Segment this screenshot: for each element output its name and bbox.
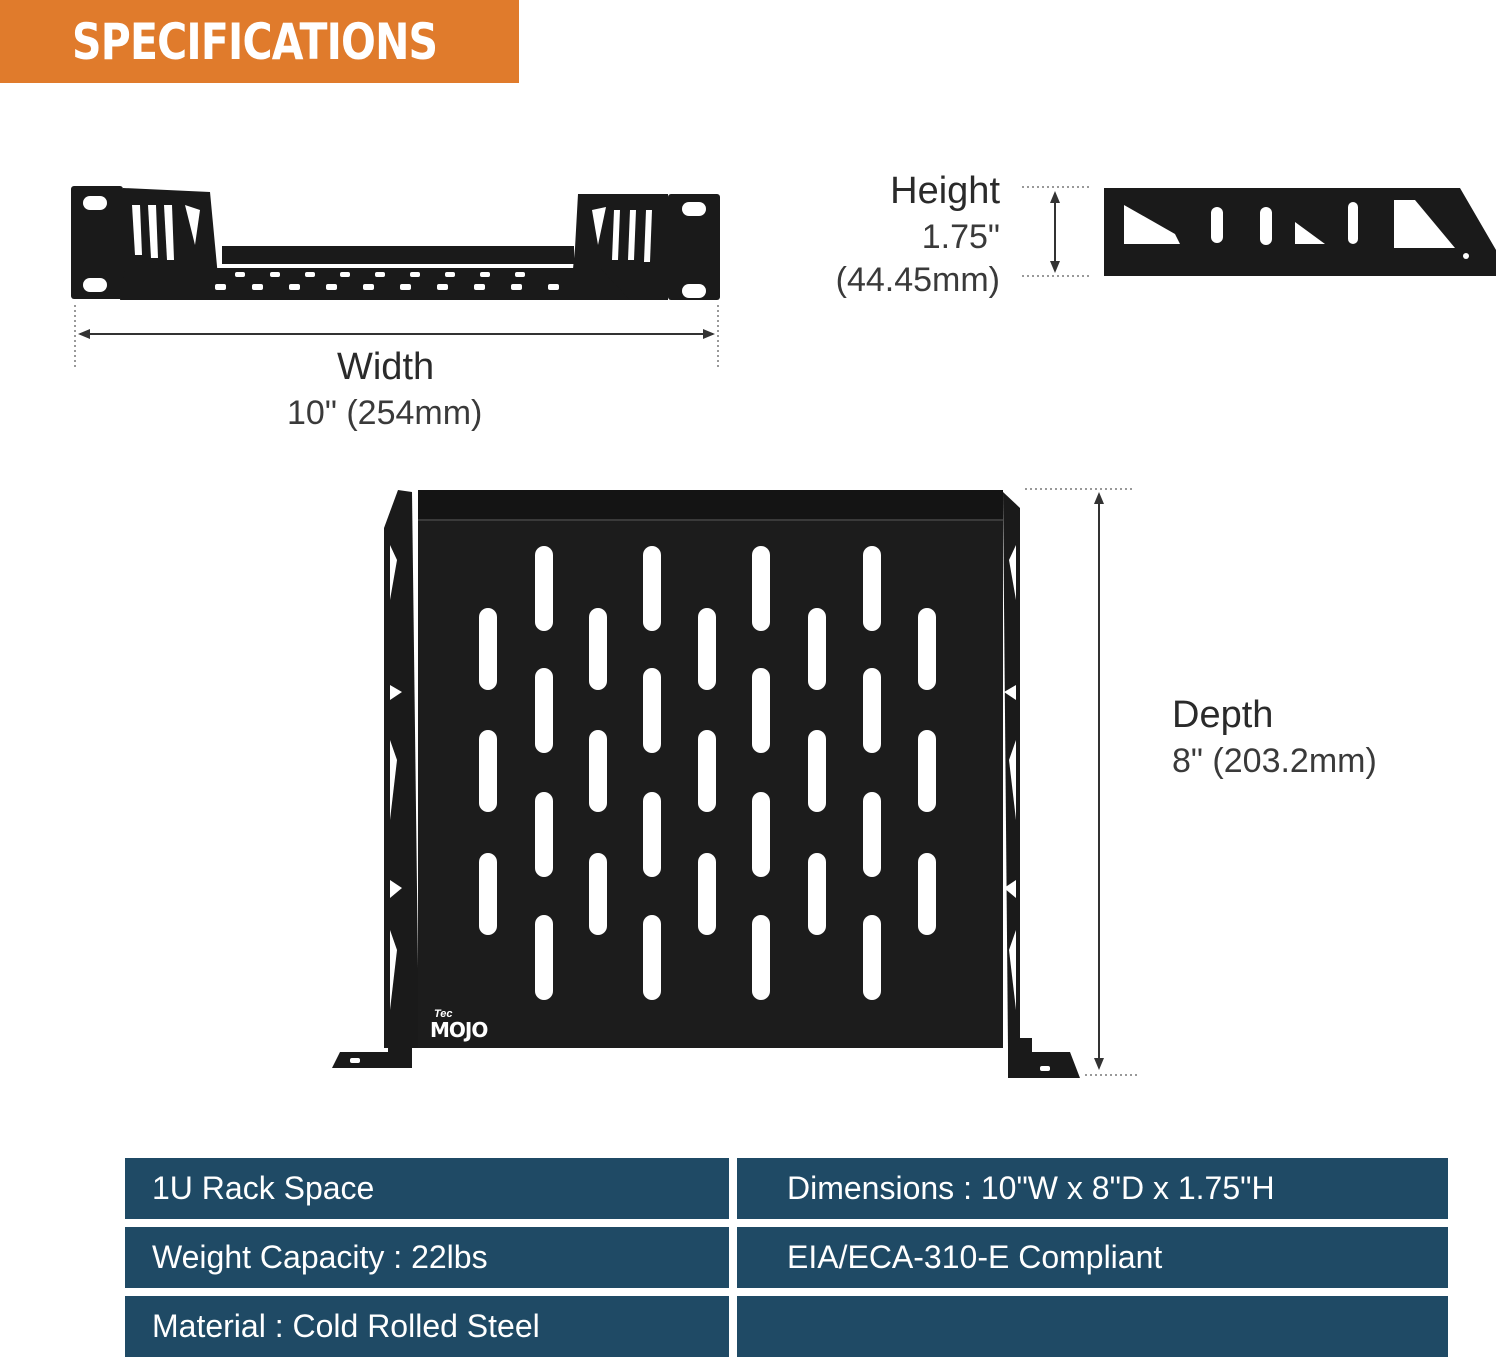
width-value: 10" (254mm) [287, 394, 483, 432]
spec-empty-cell [737, 1296, 1448, 1357]
width-dimension-line [74, 305, 719, 368]
spec-material: Material : Cold Rolled Steel [125, 1296, 729, 1357]
spec-dimensions: Dimensions : 10"W x 8"D x 1.75"H [737, 1158, 1448, 1219]
width-label: Width [337, 346, 435, 388]
specifications-banner: SPECIFICATIONS [0, 0, 519, 83]
spec-row: 1U Rack Space Dimensions : 10"W x 8"D x … [125, 1158, 1448, 1219]
spec-table: 1U Rack Space Dimensions : 10"W x 8"D x … [125, 1158, 1448, 1365]
height-value-inches: 1.75" [921, 218, 1000, 256]
depth-value: 8" (203.2mm) [1172, 742, 1377, 780]
spec-compliance: EIA/ECA-310-E Compliant [737, 1227, 1448, 1288]
depth-label: Depth [1172, 694, 1274, 736]
side-view-shelf [1104, 188, 1496, 276]
height-value-mm: (44.45mm) [835, 261, 1000, 299]
tecmojo-logo: Tec MOJO [428, 1008, 508, 1042]
front-view-shelf [71, 186, 720, 300]
banner-title: SPECIFICATIONS [72, 12, 438, 71]
height-label: Height [890, 170, 1000, 212]
spec-weight-capacity: Weight Capacity : 22lbs [125, 1227, 729, 1288]
height-dimension-line [1022, 186, 1092, 277]
spec-row: Weight Capacity : 22lbs EIA/ECA-310-E Co… [125, 1227, 1448, 1288]
spec-rack-space: 1U Rack Space [125, 1158, 729, 1219]
top-view-shelf [332, 490, 1080, 1078]
depth-dimension-line [1025, 488, 1140, 1076]
spec-row: Material : Cold Rolled Steel [125, 1296, 1448, 1357]
logo-small-text: Tec [434, 1008, 453, 1020]
logo-big-text: MOJO [430, 1018, 488, 1042]
